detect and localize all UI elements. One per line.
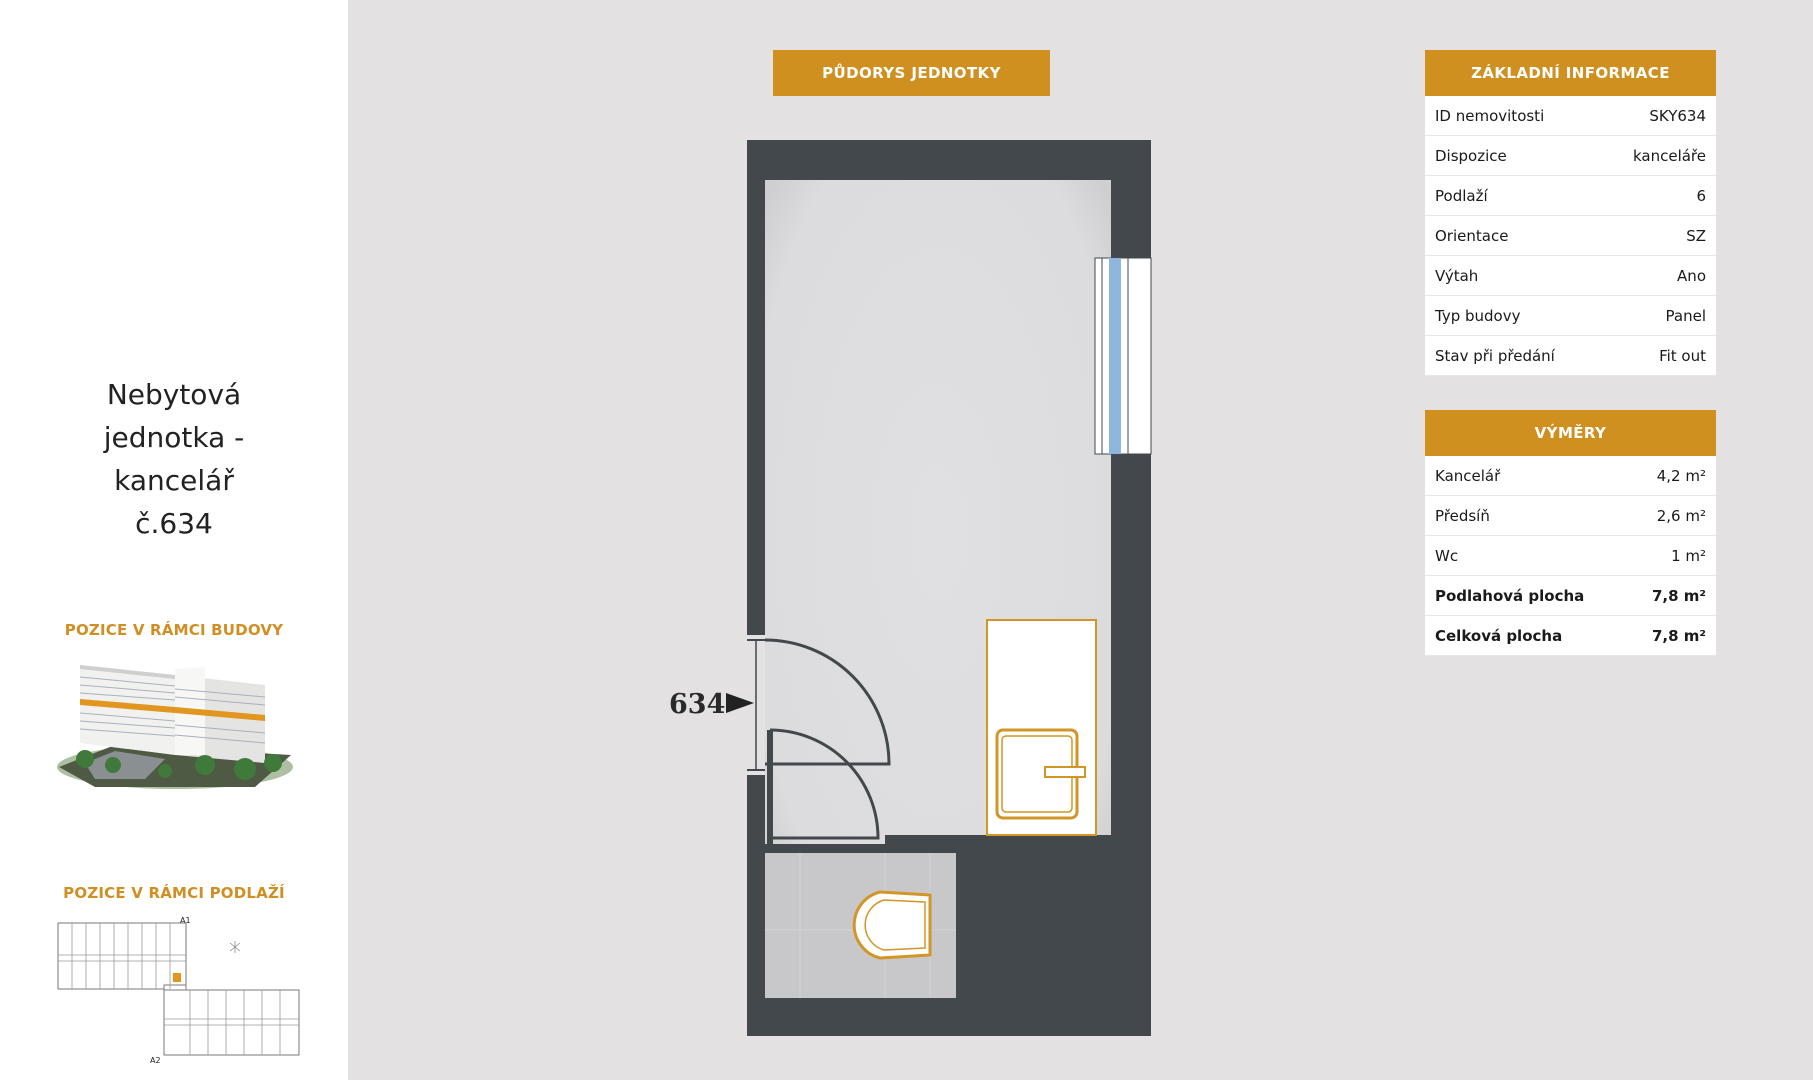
entrance-arrow-icon	[726, 693, 754, 713]
info-value: Panel	[1665, 306, 1706, 325]
info-row: Typ budovy Panel	[1425, 296, 1716, 336]
info-label: Výtah	[1435, 266, 1479, 285]
sidebar: Nebytová jednotka - kancelář č.634 POZIC…	[0, 0, 348, 1080]
info-value: SKY634	[1649, 106, 1706, 125]
info-label: Orientace	[1435, 226, 1509, 245]
unit-title-line: jednotka -	[103, 421, 245, 454]
info-value: Ano	[1677, 266, 1706, 285]
area-label: Předsíň	[1435, 506, 1490, 525]
info-label: Typ budovy	[1435, 306, 1521, 325]
building-position-label: POZICE V RÁMCI BUDOVY	[64, 621, 284, 639]
wing-a1-label: A1	[180, 916, 191, 925]
entrance-door-swing	[764, 638, 891, 766]
kitchenette	[986, 619, 1097, 836]
area-label: Kancelář	[1435, 466, 1501, 485]
area-value: 7,8 m²	[1652, 586, 1706, 605]
toilet-icon	[852, 890, 932, 960]
unit-number: 634	[669, 689, 725, 720]
info-row: ID nemovitosti SKY634	[1425, 96, 1716, 136]
area-value: 4,2 m²	[1656, 466, 1706, 485]
info-value: 6	[1696, 186, 1706, 205]
floor-position-label: POZICE V RÁMCI PODLAŽÍ	[63, 884, 285, 902]
unit-title-line: kancelář	[114, 464, 234, 497]
wc-door-swing	[769, 728, 880, 840]
unit-title: Nebytová jednotka - kancelář č.634	[0, 373, 348, 545]
building-image	[57, 665, 293, 789]
info-label: Dispozice	[1435, 146, 1507, 165]
plan-banner: PŮDORYS JEDNOTKY	[773, 50, 1050, 96]
info-row: Orientace SZ	[1425, 216, 1716, 256]
info-row: Podlaží 6	[1425, 176, 1716, 216]
info-row: Dispozice kanceláře	[1425, 136, 1716, 176]
area-row: Wc 1 m²	[1425, 536, 1716, 576]
unit-floor-plan: 634	[669, 140, 1152, 1036]
basic-info-title: ZÁKLADNÍ INFORMACE	[1425, 50, 1716, 96]
info-row: Výtah Ano	[1425, 256, 1716, 296]
info-label: Podlaží	[1435, 186, 1488, 205]
area-label: Wc	[1435, 546, 1459, 565]
areas-title: VÝMĚRY	[1425, 410, 1716, 456]
area-label: Celková plocha	[1435, 626, 1563, 645]
area-row-total: Celková plocha 7,8 m²	[1425, 616, 1716, 656]
wing-a2-label: A2	[150, 1056, 161, 1065]
area-row-floor-total: Podlahová plocha 7,8 m²	[1425, 576, 1716, 616]
window	[1094, 257, 1152, 455]
areas-panel: VÝMĚRY Kancelář 4,2 m² Předsíň 2,6 m² Wc…	[1425, 410, 1716, 656]
area-row: Kancelář 4,2 m²	[1425, 456, 1716, 496]
info-value: kanceláře	[1632, 146, 1706, 165]
unit-title-line: č.634	[135, 507, 213, 540]
info-value: Fit out	[1659, 346, 1706, 365]
info-label: ID nemovitosti	[1435, 106, 1545, 125]
unit-title-line: Nebytová	[106, 378, 242, 411]
compass-icon	[229, 941, 241, 953]
info-label: Stav při předání	[1435, 346, 1555, 365]
area-value: 1 m²	[1671, 546, 1706, 565]
info-value: SZ	[1686, 226, 1706, 245]
floor-plan-thumbnail: A1 A2	[57, 916, 300, 1065]
area-row: Předsíň 2,6 m²	[1425, 496, 1716, 536]
info-row: Stav při předání Fit out	[1425, 336, 1716, 376]
area-value: 2,6 m²	[1656, 506, 1706, 525]
area-value: 7,8 m²	[1652, 626, 1706, 645]
basic-info-panel: ZÁKLADNÍ INFORMACE ID nemovitosti SKY634…	[1425, 50, 1716, 376]
area-label: Podlahová plocha	[1435, 586, 1585, 605]
